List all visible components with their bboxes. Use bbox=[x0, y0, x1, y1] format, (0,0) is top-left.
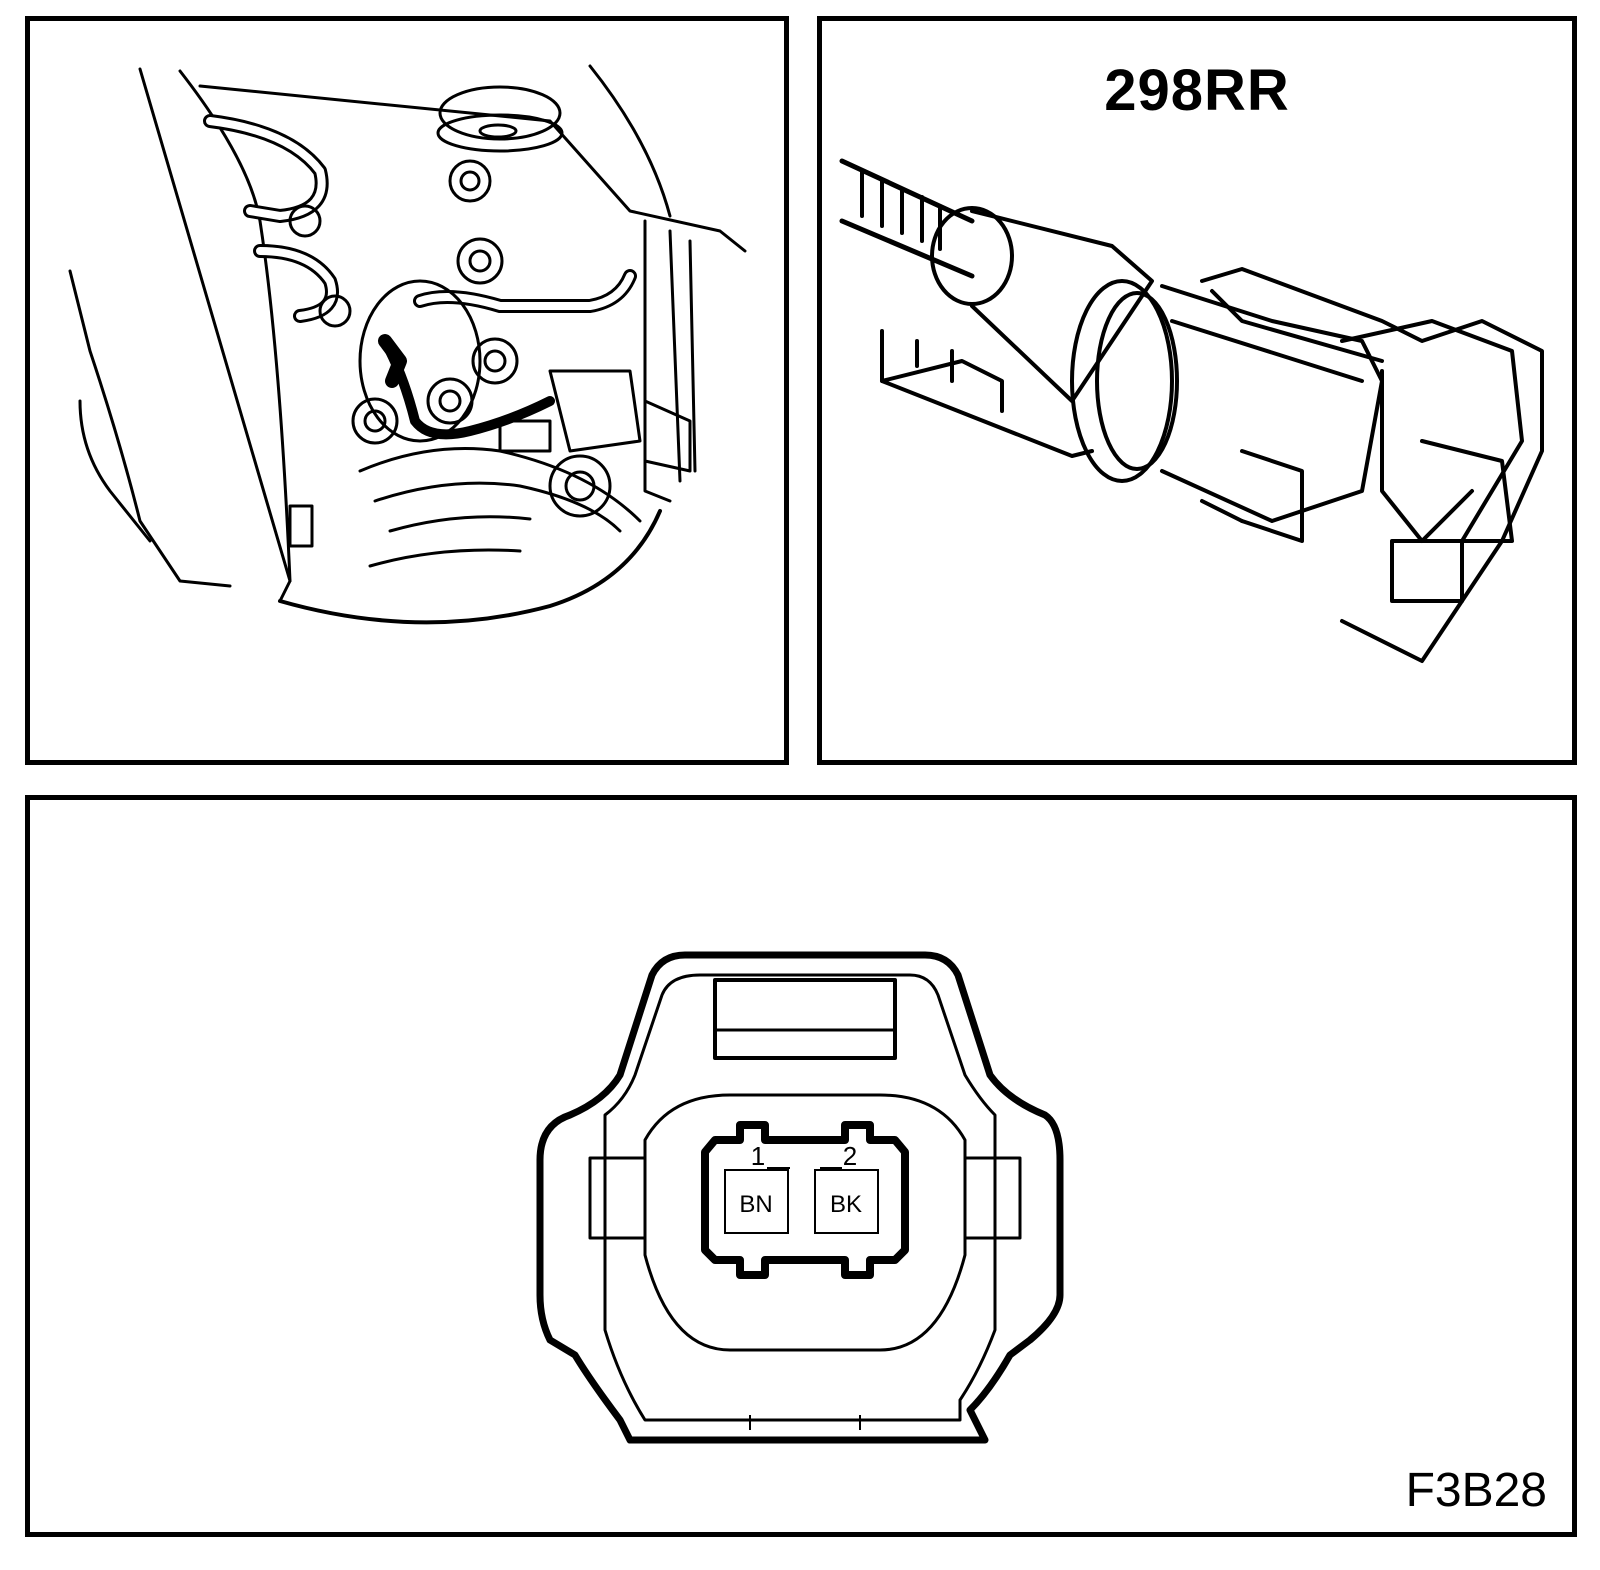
wheel-hub-location-drawing bbox=[68, 64, 747, 625]
location-illustration-panel bbox=[25, 16, 789, 765]
connector-view-panel: 298RR bbox=[817, 16, 1577, 765]
pin-1: 1 BN bbox=[724, 1141, 790, 1234]
pin-number-2: 2 bbox=[843, 1141, 857, 1171]
figure-code-label: F3B28 bbox=[1405, 1464, 1547, 1517]
connector-face-panel: 1 BN 2 BK F3B28 bbox=[25, 795, 1577, 1537]
connector-perspective-drawing bbox=[839, 158, 1544, 663]
terminal-cavity bbox=[701, 1121, 909, 1279]
connector-face-drawing: 1 BN 2 BK bbox=[536, 951, 1064, 1444]
pin-number-1: 1 bbox=[751, 1141, 765, 1171]
pin-wire-color-2: BK bbox=[830, 1191, 862, 1218]
pin-wire-color-1: BN bbox=[739, 1191, 772, 1218]
connector-code-label: 298RR bbox=[1104, 58, 1290, 123]
connector-housing-outline bbox=[536, 951, 1064, 1444]
pin-2: 2 BK bbox=[814, 1141, 879, 1234]
